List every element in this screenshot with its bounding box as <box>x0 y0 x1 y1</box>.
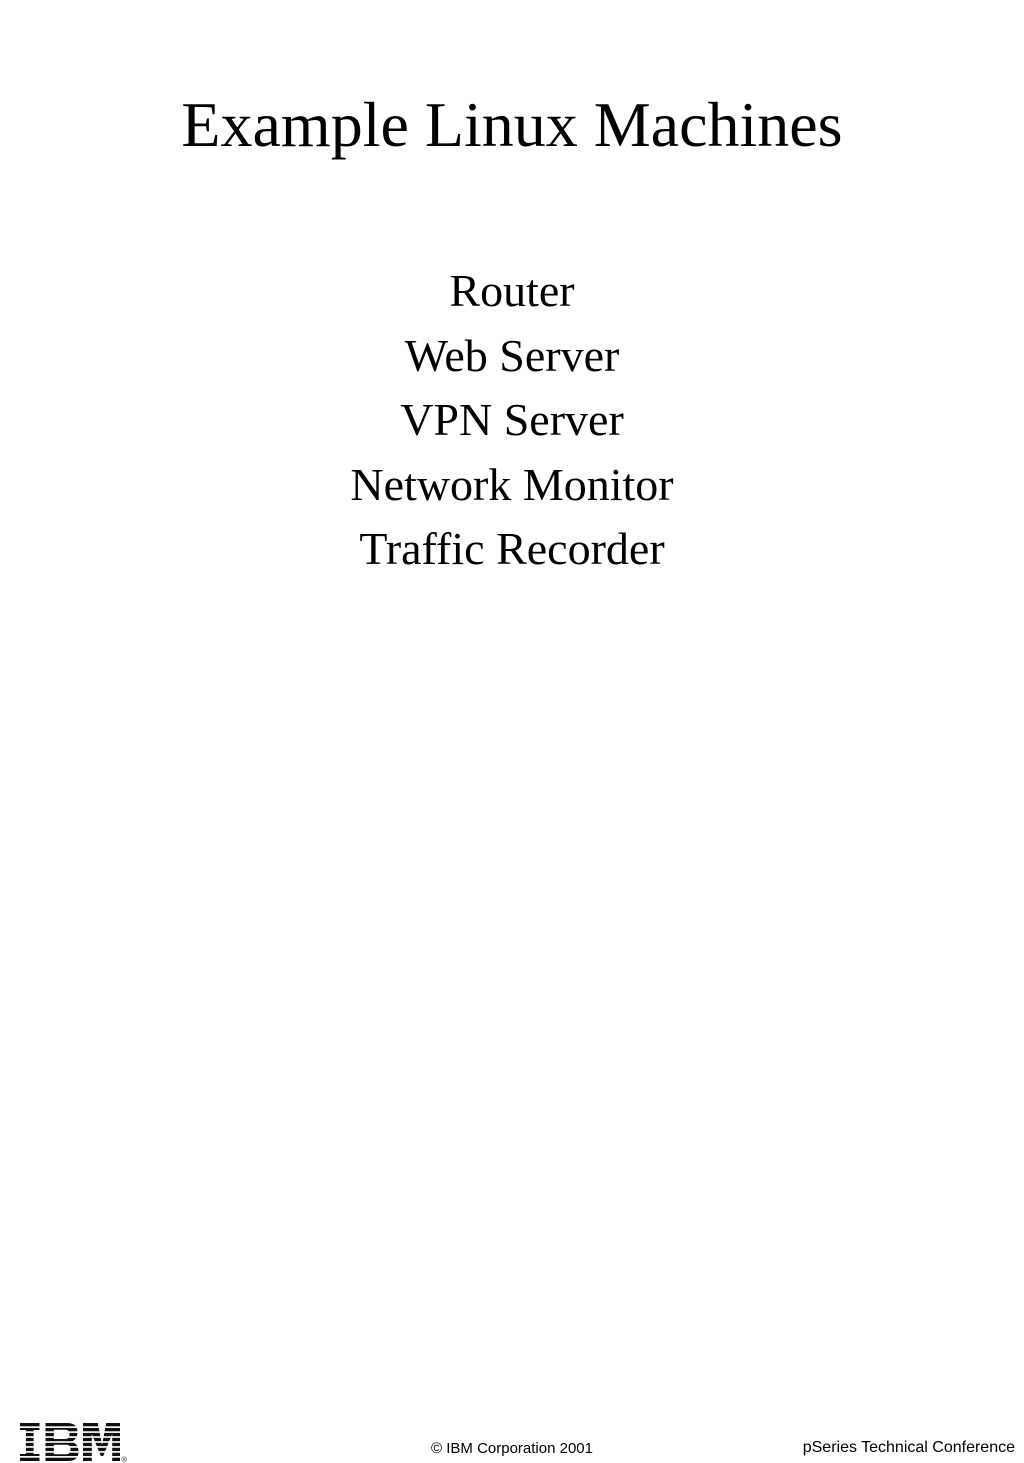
list-item-network-monitor: Network Monitor <box>350 458 674 510</box>
machine-list: Router Web Server VPN Server Network Mon… <box>0 259 1024 582</box>
slide-title: Example Linux Machines <box>181 89 843 160</box>
slide-footer: ® © IBM Corporation 2001 pSeries Technic… <box>0 708 1024 1463</box>
list-item-router: Router <box>449 265 575 316</box>
list-item-traffic-recorder: Traffic Recorder <box>359 523 665 574</box>
list-item-vpn-server: VPN Server <box>400 394 624 445</box>
list-item-web-server: Web Server <box>404 329 620 381</box>
conference-text: pSeries Technical Conference <box>802 1439 1015 1456</box>
presentation-slide: Example Linux Machines Router Web Server… <box>0 89 1024 1463</box>
